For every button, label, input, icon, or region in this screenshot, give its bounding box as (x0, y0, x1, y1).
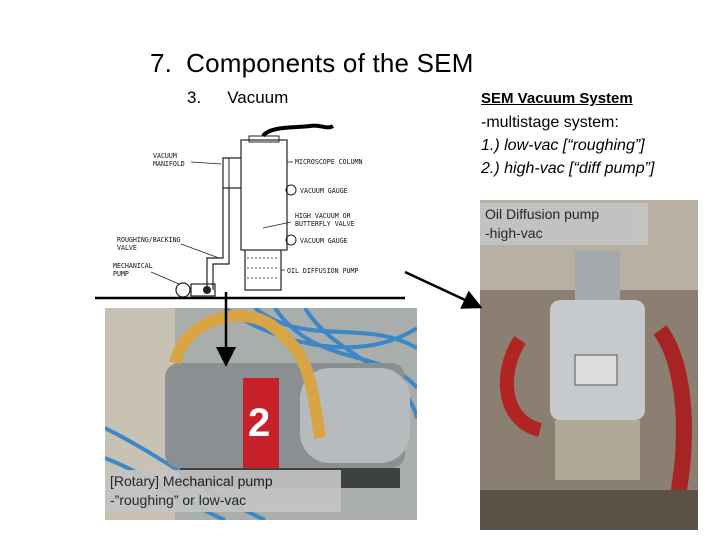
diffusion-pump-illustration (480, 200, 698, 530)
diffusion-pump-caption-line-2: -high-vac (485, 225, 543, 241)
rotary-pump-caption-line-2: -”roughing” or low-vac (110, 492, 247, 508)
vacuum-system-line-3: 2.) high-vac [“diff pump”] (481, 160, 655, 177)
microscope-column-shape (240, 139, 288, 251)
column-cap (248, 135, 280, 143)
gauge-1-icon (285, 184, 297, 196)
vacuum-system-line-2: 1.) low-vac [“roughing”] (481, 137, 645, 154)
label-vacuum-gauge-1: VACUUM GAUGE (300, 187, 348, 195)
manifold-pipe (222, 157, 241, 189)
yellow-hose (169, 309, 326, 439)
label-microscope-column: MICROSCOPE COLUMN (295, 158, 363, 166)
label-roughing-1: ROUGHING/BACKING (117, 236, 181, 244)
vacuum-schematic-diagram: VACUUM MANIFOLD MICROSCOPE COLUMN VACUUM… (95, 123, 405, 300)
rotary-pump-caption-line-1: [Rotary] Mechanical pump (110, 473, 273, 489)
gauge-2-icon (285, 234, 297, 246)
slide-subtitle-text: Vacuum (227, 88, 289, 107)
diffusion-pump-caption: Oil Diffusion pump -high-vac (480, 203, 648, 245)
rotary-pump-caption: [Rotary] Mechanical pump -”roughing” or … (105, 470, 341, 512)
vacuum-system-line-1: -multistage system: (481, 114, 619, 131)
arrow-to-diffusion-pump (404, 270, 483, 309)
label-vacuum-gauge-2: VACUUM GAUGE (300, 237, 348, 245)
slide-subtitle-number: 3. (187, 88, 202, 107)
label-vacuum-manifold-1: VACUUM (153, 152, 177, 160)
slide-title: 7. Components of the SEM (150, 48, 474, 79)
label-mechanical-1: MECHANICAL (113, 262, 153, 270)
diffusion-pump-caption-line-1: Oil Diffusion pump (485, 206, 600, 222)
column-cable (261, 123, 335, 138)
label-roughing-2: VALVE (117, 244, 137, 252)
slide-title-number: 7. (150, 48, 173, 78)
label-mechanical-2: PUMP (113, 270, 129, 278)
slide-subtitle: 3. Vacuum (187, 88, 288, 108)
pump-red-label (243, 378, 279, 473)
label-oil-diffusion: OIL DIFFUSION PUMP (287, 267, 358, 275)
diffusion-pump-photo (480, 200, 698, 530)
label-high-vacuum-2: BUTTERFLY VALVE (295, 220, 355, 228)
pump-badge-number: 2 (248, 401, 270, 445)
vacuum-system-heading: SEM Vacuum System (481, 90, 633, 107)
label-vacuum-manifold-2: MANIFOLD (153, 160, 185, 168)
slide-title-text: Components of the SEM (186, 48, 474, 78)
label-high-vacuum-1: HIGH VACUUM OR (295, 212, 351, 220)
